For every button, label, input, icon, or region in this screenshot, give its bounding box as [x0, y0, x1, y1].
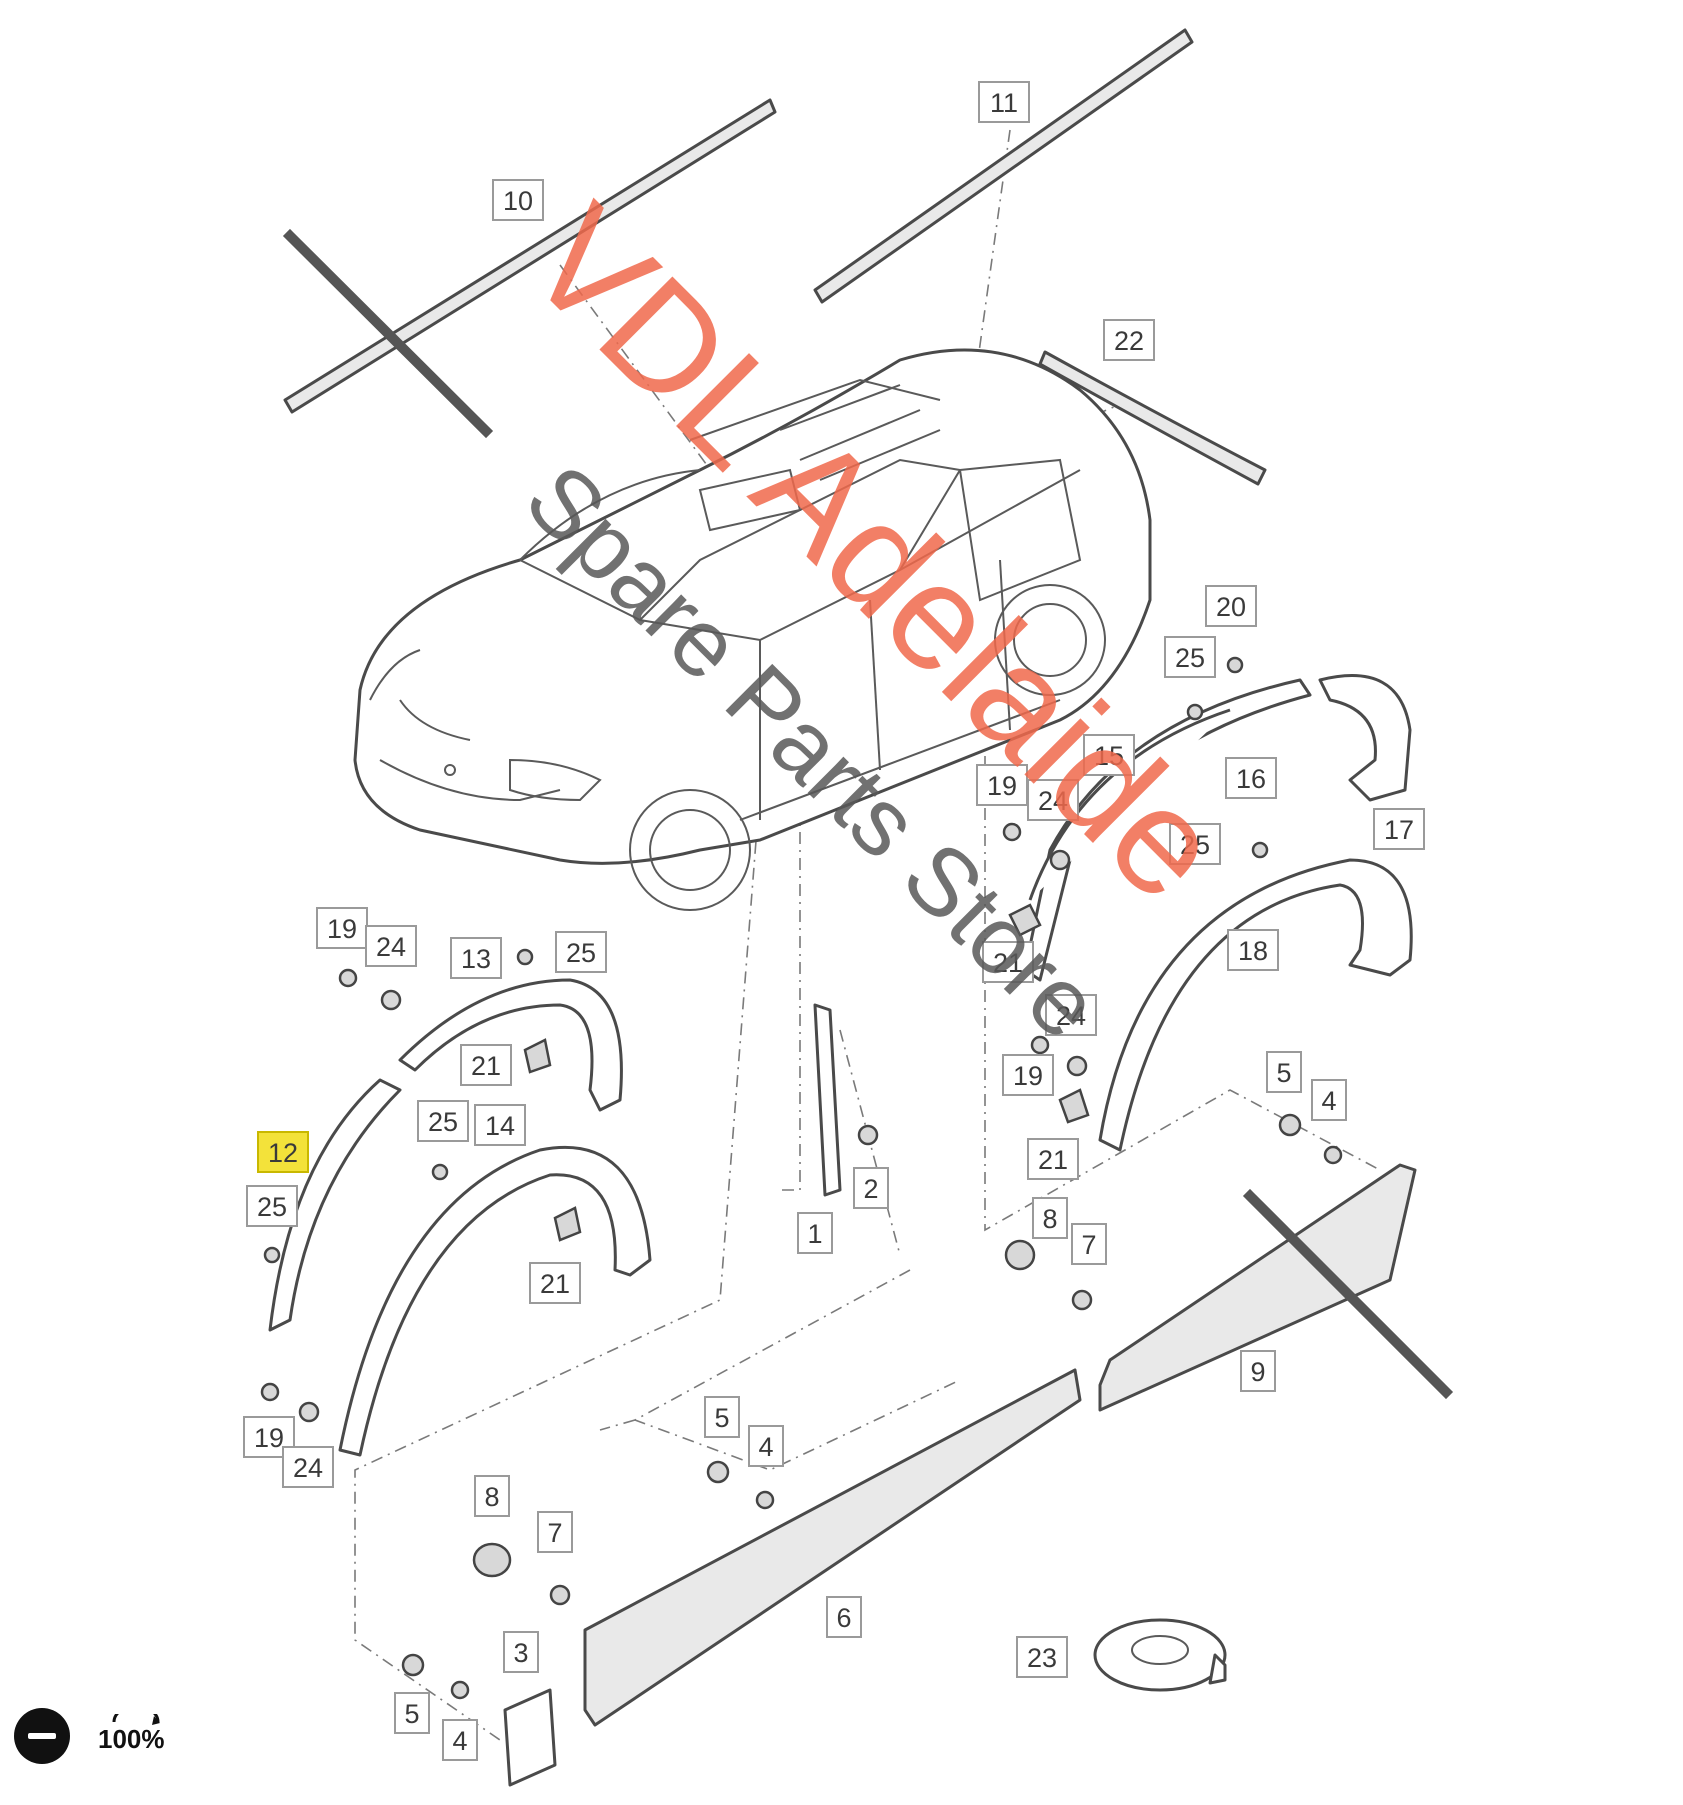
callout-8: 8: [474, 1475, 510, 1517]
callout-19: 19: [1002, 1054, 1054, 1096]
callout-10: 10: [492, 179, 544, 221]
watermark-strike-line: [1242, 1188, 1454, 1400]
callout-number: 10: [503, 186, 533, 216]
callout-4: 4: [442, 1719, 478, 1761]
zoom-reset-icon: [112, 1714, 160, 1725]
callout-22: 22: [1103, 319, 1155, 361]
watermark-strike-line: [282, 228, 494, 439]
callout-19: 19: [316, 907, 368, 949]
callout-17: 17: [1373, 808, 1425, 850]
callout-25: 25: [1169, 823, 1221, 865]
callout-number: 18: [1238, 936, 1268, 966]
callout-18: 18: [1227, 929, 1279, 971]
callout-number: 19: [327, 914, 357, 944]
callout-21: 21: [460, 1044, 512, 1086]
callout-7: 7: [1071, 1223, 1107, 1265]
callout-number: 7: [547, 1518, 562, 1548]
callout-23: 23: [1016, 1636, 1068, 1678]
callout-25: 25: [1164, 636, 1216, 678]
callout-20: 20: [1205, 585, 1257, 627]
callout-number: 13: [461, 944, 491, 974]
callout-number: 17: [1384, 815, 1414, 845]
callout-number: 24: [1038, 786, 1068, 816]
callout-25: 25: [246, 1185, 298, 1227]
callout-1: 1: [797, 1212, 833, 1254]
callout-number: 24: [1056, 1001, 1086, 1031]
callout-number: 12: [268, 1138, 298, 1168]
callout-24: 24: [365, 925, 417, 967]
callout-number: 22: [1114, 326, 1144, 356]
callout-number: 25: [566, 938, 596, 968]
callout-7: 7: [537, 1511, 573, 1553]
callout-number: 21: [1038, 1145, 1068, 1175]
callout-number: 3: [513, 1638, 528, 1668]
minus-circle-icon[interactable]: [14, 1708, 70, 1764]
callout-4: 4: [748, 1425, 784, 1467]
callout-number: 25: [1180, 830, 1210, 860]
callout-21: 21: [529, 1262, 581, 1304]
callout-number: 4: [452, 1726, 467, 1756]
callout-number: 11: [990, 88, 1018, 118]
callout-number: 8: [1042, 1204, 1057, 1234]
callout-number: 2: [863, 1174, 878, 1204]
callout-number: 5: [714, 1403, 729, 1433]
callout-number: 9: [1250, 1357, 1265, 1387]
callout-14: 14: [474, 1104, 526, 1146]
callout-24: 24: [1027, 779, 1079, 821]
callout-15: 15: [1083, 734, 1135, 776]
callout-number: 4: [758, 1432, 773, 1462]
callout-25: 25: [555, 931, 607, 973]
callout-number: 21: [540, 1269, 570, 1299]
callout-number: 25: [1175, 643, 1205, 673]
callout-number: 4: [1321, 1086, 1336, 1116]
callout-number: 25: [428, 1107, 458, 1137]
callout-9: 9: [1240, 1350, 1276, 1392]
vehicle-illustration: [353, 348, 1152, 911]
callout-number: 5: [404, 1699, 419, 1729]
callout-number: 16: [1236, 764, 1266, 794]
callout-number: 21: [993, 948, 1023, 978]
callout-number: 20: [1216, 592, 1246, 622]
callout-3: 3: [503, 1631, 539, 1673]
callout-5: 5: [704, 1396, 740, 1438]
callout-5: 5: [394, 1692, 430, 1734]
callout-21: 21: [1027, 1138, 1079, 1180]
callout-2: 2: [853, 1167, 889, 1209]
callout-number: 14: [485, 1111, 515, 1141]
callout-13: 13: [450, 937, 502, 979]
callout-number: 8: [484, 1482, 499, 1512]
callout-24: 24: [1045, 994, 1097, 1036]
trim-parts: [268, 28, 1417, 1787]
callout-number: 19: [254, 1423, 284, 1453]
callout-number: 23: [1027, 1643, 1057, 1673]
callout-8: 8: [1032, 1197, 1068, 1239]
callout-21: 21: [982, 941, 1034, 983]
callout-16: 16: [1225, 757, 1277, 799]
callout-number: 7: [1081, 1230, 1096, 1260]
callout-number: 24: [376, 932, 406, 962]
callout-number: 1: [807, 1219, 822, 1249]
callout-number: 24: [293, 1453, 323, 1483]
callout-4: 4: [1311, 1079, 1347, 1121]
callout-number: 5: [1276, 1058, 1291, 1088]
callout-5: 5: [1266, 1051, 1302, 1093]
callout-number: 15: [1094, 741, 1124, 771]
callout-number: 19: [987, 771, 1017, 801]
callout-6: 6: [826, 1596, 862, 1638]
zoom-reset-button[interactable]: 100%: [92, 1714, 182, 1758]
callout-12: 12: [257, 1131, 309, 1173]
callout-11: 11: [978, 81, 1030, 123]
callout-19: 19: [976, 764, 1028, 806]
callout-number: 21: [471, 1051, 501, 1081]
callout-number: 19: [1013, 1061, 1043, 1091]
fastener-hardware: [260, 656, 1343, 1700]
callout-25: 25: [417, 1100, 469, 1142]
callout-number: 6: [836, 1603, 851, 1633]
callout-number: 25: [257, 1192, 287, 1222]
zoom-level-label: 100%: [98, 1724, 165, 1754]
callout-24: 24: [282, 1446, 334, 1488]
